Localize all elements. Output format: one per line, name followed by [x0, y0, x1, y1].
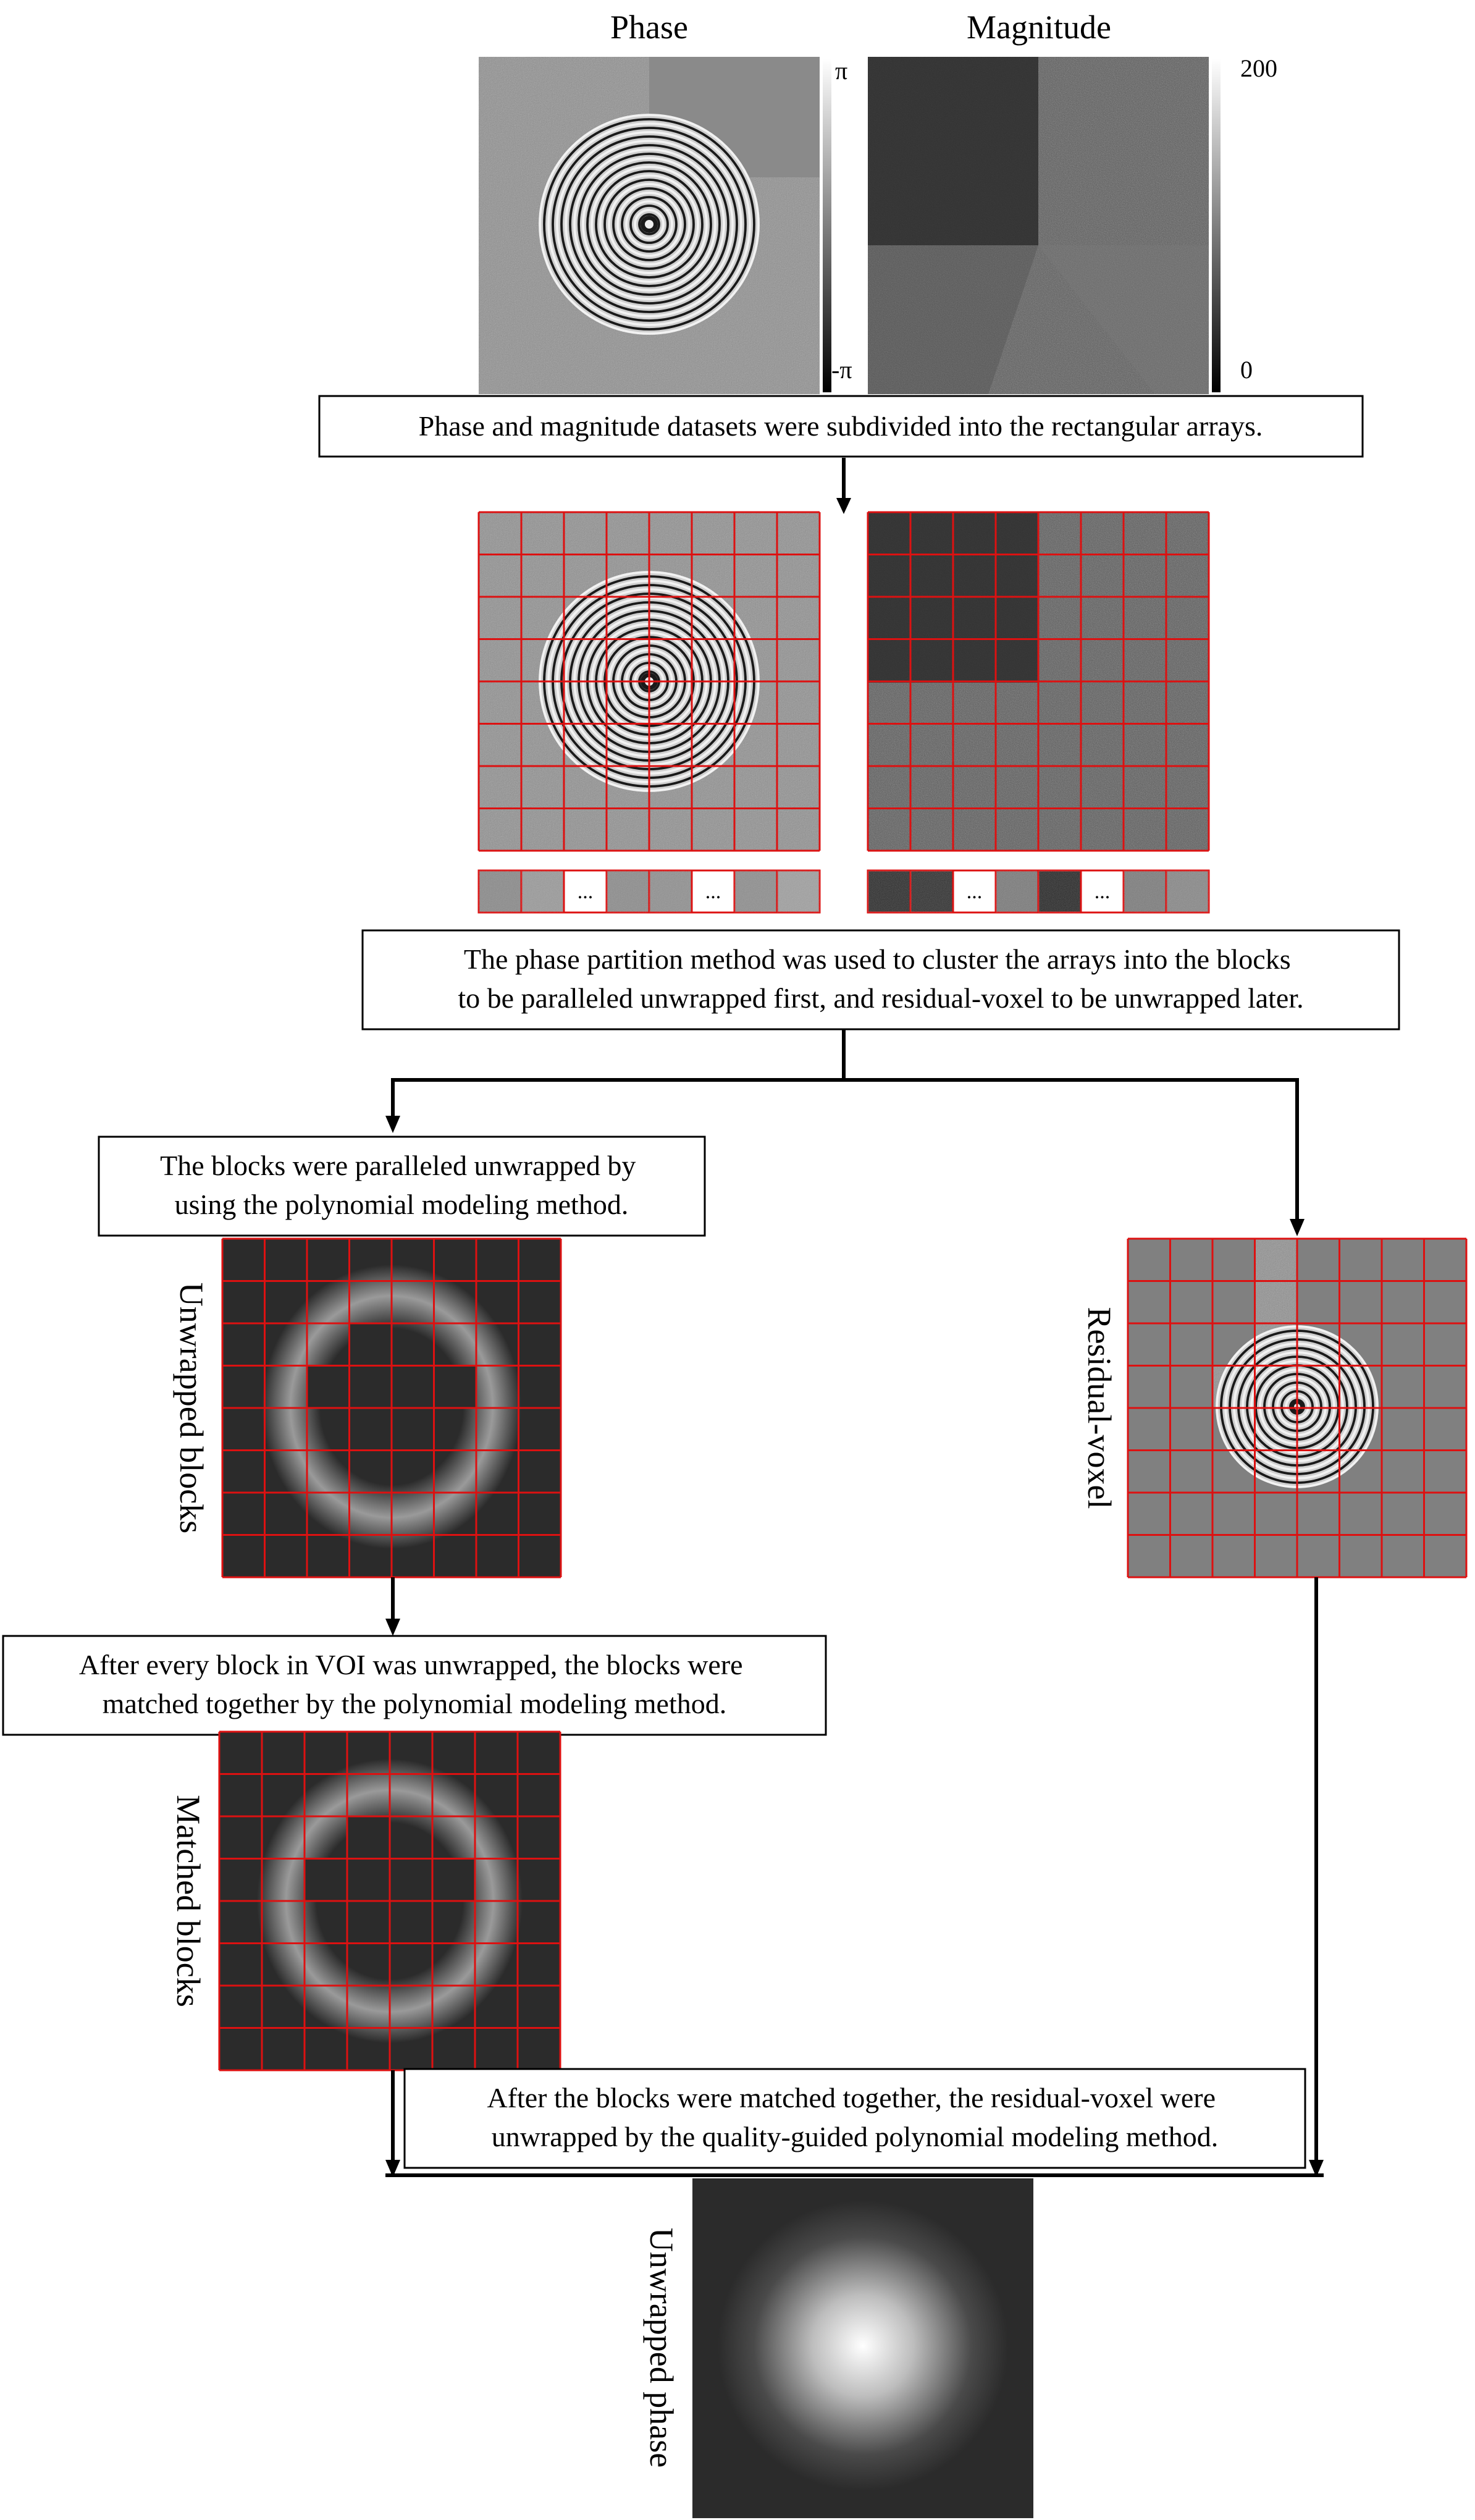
magnitude-colorbar-min: 0 — [1240, 356, 1253, 384]
unwrapped-blocks-label: Unwrapped blocks — [173, 1283, 210, 1533]
phase-block-strip: ...... — [479, 870, 820, 912]
magnitude-colorbar: 200 0 — [1212, 54, 1277, 392]
magnitude-block-strip: ...... — [868, 870, 1209, 912]
step-residual-unwrap-box: After the blocks were matched together, … — [405, 2069, 1305, 2168]
residual-voxel-image — [1128, 1239, 1466, 1577]
magnitude-image — [868, 57, 1209, 394]
strip-ellipsis: ... — [578, 880, 594, 903]
arrowhead-blocks-to-match — [385, 1619, 400, 1636]
matched-blocks-image — [219, 1732, 560, 2070]
strip-ellipsis: ... — [705, 880, 721, 903]
phase-colorbar-min: -π — [831, 356, 852, 384]
phase-title: Phase — [610, 9, 688, 46]
unwrapped-phase-label: Unwrapped phase — [643, 2228, 680, 2467]
strip-ellipsis: ... — [1095, 880, 1111, 903]
step-subdivide-text: Phase and magnitude datasets were subdiv… — [419, 410, 1263, 442]
phase-colorbar-max: π — [835, 57, 847, 85]
matched-blocks-label: Matched blocks — [170, 1795, 207, 2007]
phase-image — [479, 57, 820, 394]
step-partition-box: The phase partition method was used to c… — [363, 930, 1399, 1029]
magnitude-colorbar-max: 200 — [1240, 54, 1277, 82]
step-match-blocks-box: After every block in VOI was unwrapped, … — [3, 1636, 826, 1735]
phase-grid-image — [479, 512, 820, 851]
step-subdivide-box: Phase and magnitude datasets were subdiv… — [319, 396, 1363, 457]
unwrapped-phase-image — [692, 2178, 1033, 2518]
arrowhead-subdivide — [836, 498, 851, 514]
magnitude-title: Magnitude — [967, 9, 1111, 46]
step-parallel-unwrap-box: The blocks were paralleled unwrapped by … — [99, 1137, 705, 1236]
magnitude-grid-image — [868, 512, 1209, 851]
unwrapped-blocks-image — [222, 1239, 561, 1577]
residual-voxel-label: Residual-voxel — [1081, 1307, 1118, 1509]
phase-colorbar: π -π — [823, 57, 852, 392]
strip-ellipsis: ... — [967, 880, 983, 903]
